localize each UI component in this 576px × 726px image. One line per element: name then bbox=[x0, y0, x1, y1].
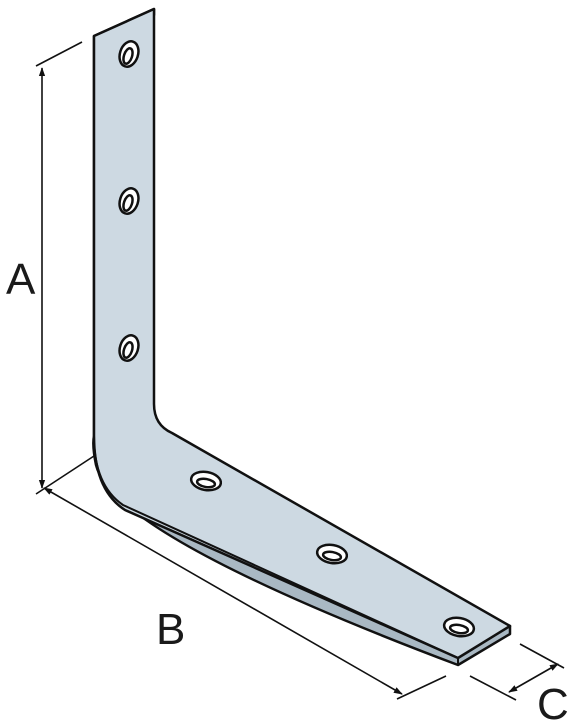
screw-hole bbox=[118, 40, 140, 68]
dimension-label-a: A bbox=[6, 255, 36, 304]
dimension-label-b: B bbox=[156, 605, 185, 654]
dimension-label-c: C bbox=[537, 680, 569, 726]
extension-line-c-left bbox=[469, 675, 517, 701]
corner-bracket bbox=[92, 7, 512, 667]
dimension-arrow-b bbox=[43, 487, 403, 695]
vertical-leg-holes bbox=[118, 40, 140, 362]
screw-hole bbox=[442, 616, 476, 638]
bracket-top-face bbox=[92, 7, 512, 660]
dimension-c bbox=[469, 643, 565, 701]
dimension-arrow-c bbox=[508, 663, 559, 693]
dimension-a bbox=[35, 41, 95, 495]
screw-hole bbox=[118, 334, 140, 362]
extension-line-a-top bbox=[35, 41, 83, 67]
screw-hole bbox=[189, 470, 223, 492]
screw-hole bbox=[118, 187, 140, 215]
extension-line-b-right bbox=[396, 675, 447, 700]
dimension-b bbox=[43, 487, 447, 700]
